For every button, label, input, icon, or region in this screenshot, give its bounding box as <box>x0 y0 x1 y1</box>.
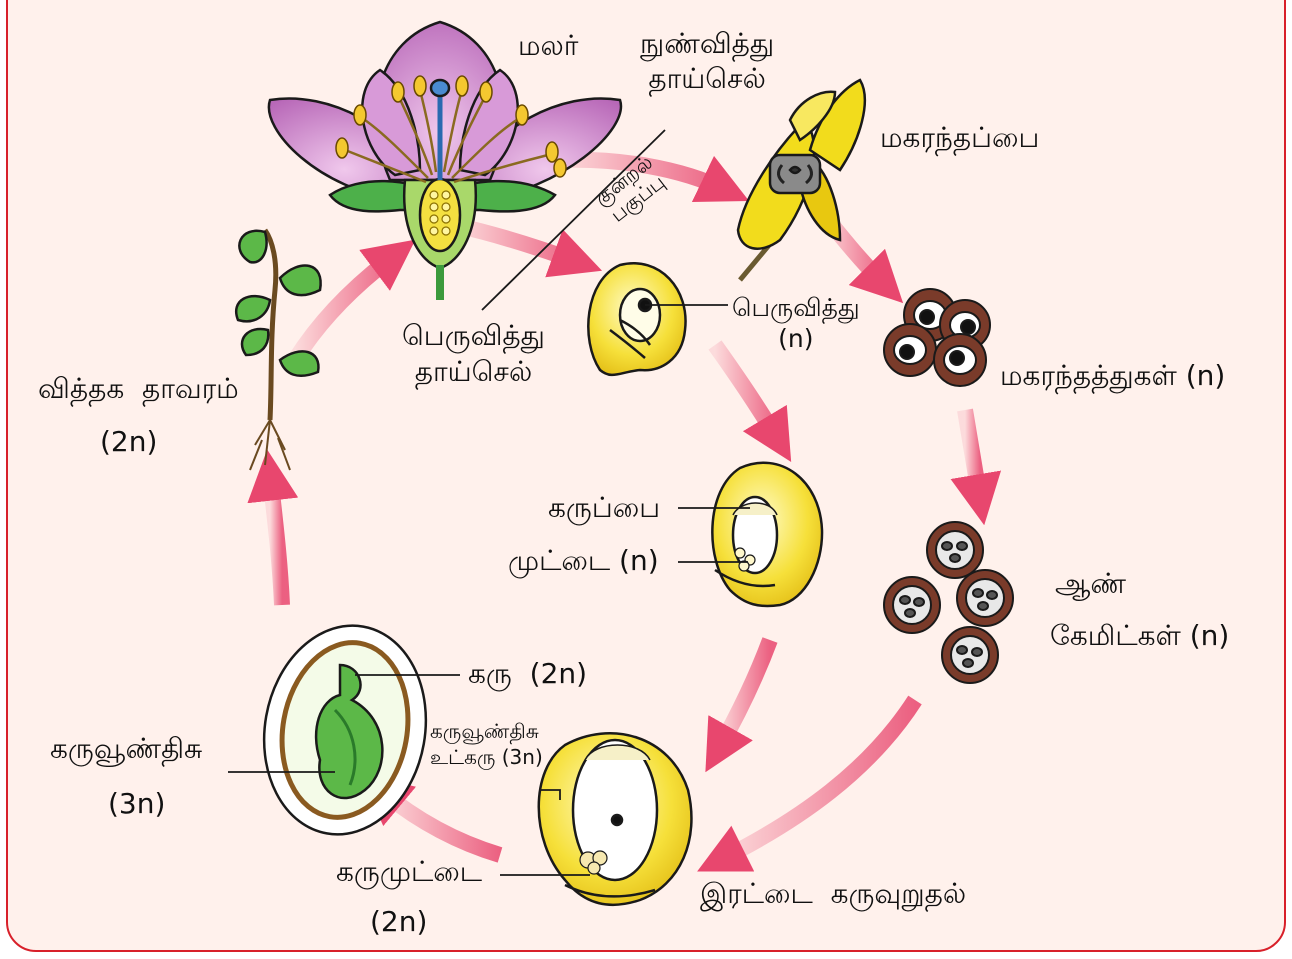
pollen-grains-illustration <box>884 289 990 386</box>
male-gametes-illustration <box>884 522 1013 683</box>
male-gametes-label-line2: கேமிட்கள் (n) <box>1050 622 1229 650</box>
arrow-seed-to-plant <box>270 475 282 605</box>
megaspore-ovule-illustration <box>588 263 685 375</box>
anther-label: மகரந்தப்பை <box>880 124 1039 152</box>
endosperm-ploidy-label: (3n) <box>108 790 165 818</box>
arrow-flower-to-megaspore <box>455 225 578 262</box>
sporophyte-label: வித்தக தாவரம் <box>38 375 239 403</box>
microspore-mother-cell-label: நுண்வித்து தாய்செல் <box>640 26 774 96</box>
zygote-ploidy-label: (2n) <box>370 908 427 936</box>
fertilized-ovule-illustration <box>539 733 692 905</box>
arrow-megaspore-to-embryosac <box>715 345 778 440</box>
arrow-gametes-to-fertilization <box>720 700 915 860</box>
embryo-sac-ovule-illustration <box>712 463 822 606</box>
zygote-label: கருமுட்டை <box>336 858 482 886</box>
egg-label: முட்டை (n) <box>508 547 659 575</box>
embryo-sac-label: கருப்பை <box>548 494 660 522</box>
endosperm-label: கருவூண்திசு <box>50 735 202 763</box>
arrow-pollen-to-gametes <box>965 410 980 500</box>
megaspore-label: பெருவித்து (n) <box>732 292 860 355</box>
pollen-grains-label: மகரந்தத்துகள் (n) <box>1000 362 1225 390</box>
double-fertilization-label: இரட்டை கருவுறுதல் <box>700 880 966 908</box>
flower-label: மலர் <box>518 32 578 60</box>
endosperm-nucleus-label: கருவூண்திசு உட்கரு (3n) <box>430 718 543 770</box>
megaspore-mother-cell-label: பெருவித்து தாய்செல் <box>402 318 545 391</box>
embryo-label: கரு (2n) <box>468 660 587 688</box>
arrow-embryosac-to-fertilization <box>718 640 770 750</box>
sporophyte-ploidy-label: (2n) <box>100 428 157 456</box>
male-gametes-label-line1: ஆண் <box>1055 570 1126 598</box>
